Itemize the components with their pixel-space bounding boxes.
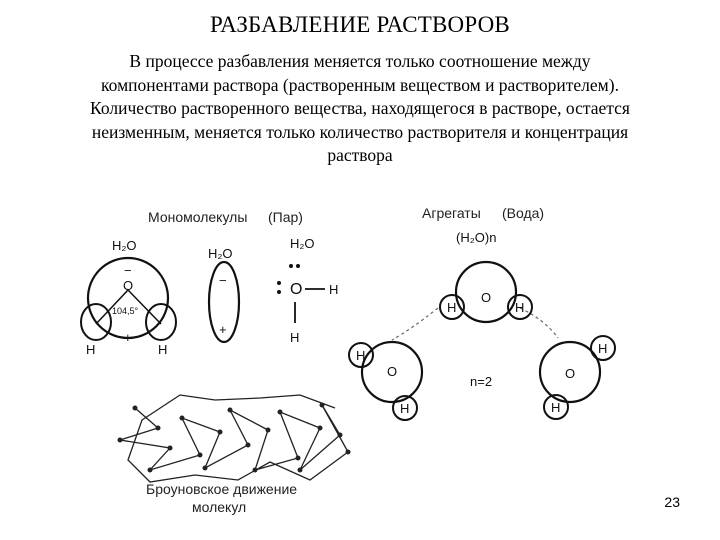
- formula-h2o-2: H₂O: [208, 246, 233, 261]
- atom-h-left-a: H: [356, 348, 365, 363]
- atom-o-left: O: [387, 364, 397, 379]
- brownian-caption-line1: Броуновское движение: [146, 481, 297, 497]
- water-structure-diagram: Мономолекулы (Пар) Агрегаты (Вода) H₂O H…: [80, 205, 616, 515]
- atom-h-1b: H: [158, 342, 167, 357]
- brownian-caption-line2: молекул: [192, 499, 246, 515]
- paragraph-line-2: компонентами раствора (растворенным веще…: [101, 74, 619, 95]
- atom-h-right-a: H: [598, 341, 607, 356]
- atom-h-1a: H: [86, 342, 95, 357]
- minus-charge-2: −: [219, 273, 227, 288]
- paragraph-line-3: Количество растворенного вещества, наход…: [90, 98, 630, 118]
- minus-charge-1: −: [124, 263, 132, 278]
- atom-o-1: O: [123, 278, 133, 293]
- n-equals: n=2: [470, 374, 492, 389]
- label-water: (Вода): [502, 205, 544, 221]
- paragraph-line-5: раствора: [327, 145, 393, 165]
- atom-o-top: O: [481, 290, 491, 305]
- water-dipole: − +: [207, 260, 241, 344]
- atom-h-3a: H: [329, 282, 338, 297]
- plus-charge-1: +: [124, 330, 132, 345]
- atom-o-3: O: [290, 281, 302, 298]
- page-number: 23: [664, 494, 680, 510]
- plus-charge-2: +: [219, 322, 227, 337]
- atom-h-left-b: H: [400, 401, 409, 416]
- label-vapor: (Пар): [268, 209, 303, 225]
- atom-h-top-left: H: [447, 300, 456, 315]
- slide-paragraph: В процессе разбавления меняется только с…: [30, 50, 690, 168]
- bond-angle: 104,5°: [112, 306, 139, 316]
- atom-h-3b: H: [290, 330, 299, 345]
- atom-h-right-b: H: [551, 400, 560, 415]
- formula-h2o-n: (H₂O)n: [456, 230, 496, 245]
- formula-h2o-1: H₂O: [112, 238, 137, 253]
- water-aggregates: O H H O H H O H H n=2: [348, 260, 616, 421]
- atom-o-right: O: [565, 366, 575, 381]
- label-aggregates: Агрегаты: [422, 205, 481, 221]
- water-molecule-angle: − O 104,5° + H H: [80, 256, 177, 357]
- slide-title: РАЗБАВЛЕНИЕ РАСТВОРОВ: [210, 12, 510, 37]
- paragraph-line-4: неизменным, меняется только количество р…: [91, 121, 629, 142]
- formula-h2o-3: H₂O: [290, 236, 315, 251]
- label-monomolecules: Мономолекулы: [148, 209, 247, 225]
- atom-h-top-right: H: [515, 300, 524, 315]
- brownian-motion-path: [117, 394, 351, 483]
- paragraph-line-1: В процессе разбавления меняется только с…: [129, 51, 591, 71]
- water-lewis-structure: O H H: [277, 264, 338, 345]
